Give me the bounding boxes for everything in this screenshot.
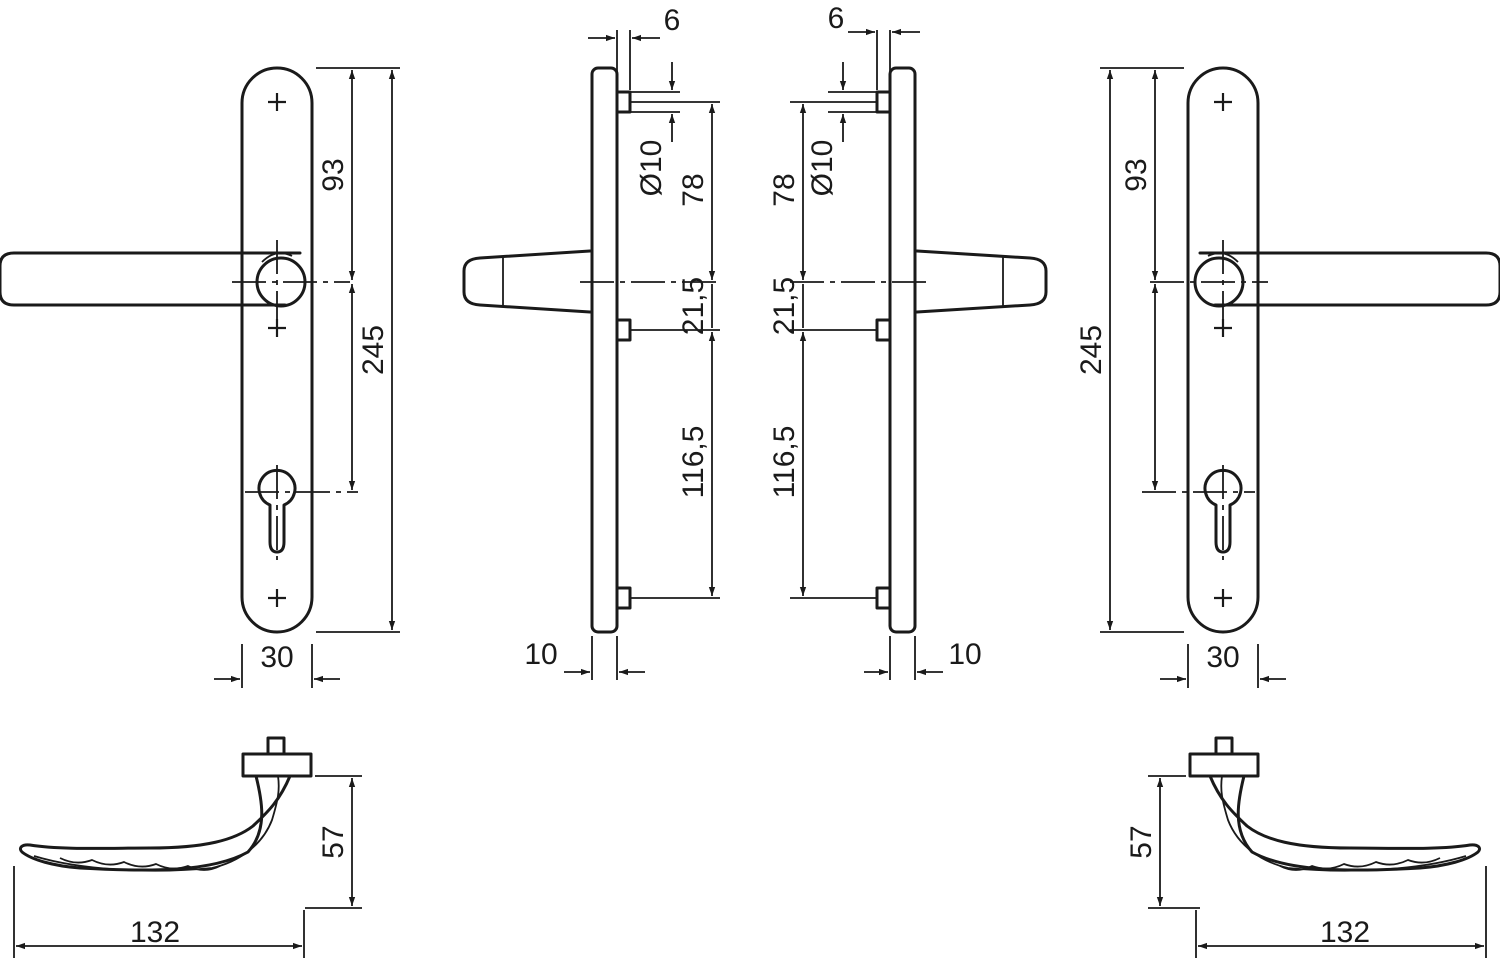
right-backplate <box>1186 66 1260 634</box>
left-screw-bottom-icon <box>268 589 286 607</box>
right-screw-bottom-icon <box>1214 589 1232 607</box>
left-hole-spacing-upper-label: 78 <box>677 173 710 206</box>
left-top-spindle <box>266 736 286 756</box>
right-side-view: Ø10 78 21,5 116,5 6 10 <box>768 2 1048 680</box>
left-screw-middle-icon <box>268 319 286 337</box>
left-top-rose <box>241 752 313 778</box>
left-handle-to-top-label: 93 <box>317 158 350 191</box>
right-handle-to-top-label: 93 <box>1120 158 1153 191</box>
left-plate-height-label: 245 <box>357 325 390 375</box>
left-backplate <box>240 66 314 634</box>
right-top-spindle <box>1214 736 1234 756</box>
right-side-boss-bottom <box>875 586 892 610</box>
right-handle-height-label: 57 <box>1125 825 1158 858</box>
right-handle-length-label: 132 <box>1320 916 1370 949</box>
left-screw-top-icon <box>268 93 286 111</box>
left-hole-diameter-label: Ø10 <box>635 140 668 197</box>
left-side-boss-bottom <box>615 586 632 610</box>
right-screw-middle-icon <box>1214 319 1232 337</box>
right-handle-to-hole-label: 21,5 <box>768 277 801 335</box>
left-hole-spacing-lower-label: 116,5 <box>677 426 710 499</box>
left-handle-to-hole-label: 21,5 <box>677 277 710 335</box>
left-keyhole-icon <box>257 468 297 554</box>
left-side-view: Ø10 78 21,5 116,5 6 10 <box>462 4 720 680</box>
left-side-boss-top <box>615 90 632 114</box>
right-boss-offset-label: 6 <box>828 2 845 35</box>
left-front-view: 245 93 30 <box>0 66 400 688</box>
left-plate-width-label: 30 <box>260 641 293 674</box>
left-side-lever-stub <box>462 249 592 314</box>
right-hole-spacing-upper-label: 78 <box>768 173 801 206</box>
right-side-boss-mid <box>875 318 892 342</box>
right-hole-spacing-lower-label: 116,5 <box>768 426 801 499</box>
left-top-lever-body <box>18 774 292 872</box>
left-lever-top-view: 57 132 <box>13 736 362 958</box>
right-side-boss-top <box>875 90 892 114</box>
right-keyhole-icon <box>1203 468 1243 554</box>
right-lever-top-view: 57 132 <box>1125 736 1487 958</box>
right-plate-height-label: 245 <box>1075 325 1108 375</box>
right-screw-top-icon <box>1214 93 1232 111</box>
left-side-boss-mid <box>615 318 632 342</box>
right-side-lever-stub <box>915 249 1048 314</box>
right-plate-thickness-label: 10 <box>948 638 981 671</box>
left-plate-thickness-label: 10 <box>524 638 557 671</box>
left-handle-length-label: 132 <box>130 916 180 949</box>
right-plate-width-label: 30 <box>1206 641 1239 674</box>
right-lever-handle <box>1198 251 1500 307</box>
right-side-plate <box>888 66 917 634</box>
right-top-rose <box>1188 752 1260 778</box>
right-top-lever-body <box>1208 774 1482 872</box>
left-boss-offset-label: 6 <box>664 4 681 37</box>
left-handle-height-label: 57 <box>317 825 350 858</box>
right-front-view: 245 93 30 <box>1075 66 1500 688</box>
left-lever-handle <box>0 251 302 307</box>
right-hole-diameter-label: Ø10 <box>806 140 839 197</box>
left-side-plate <box>590 66 619 634</box>
